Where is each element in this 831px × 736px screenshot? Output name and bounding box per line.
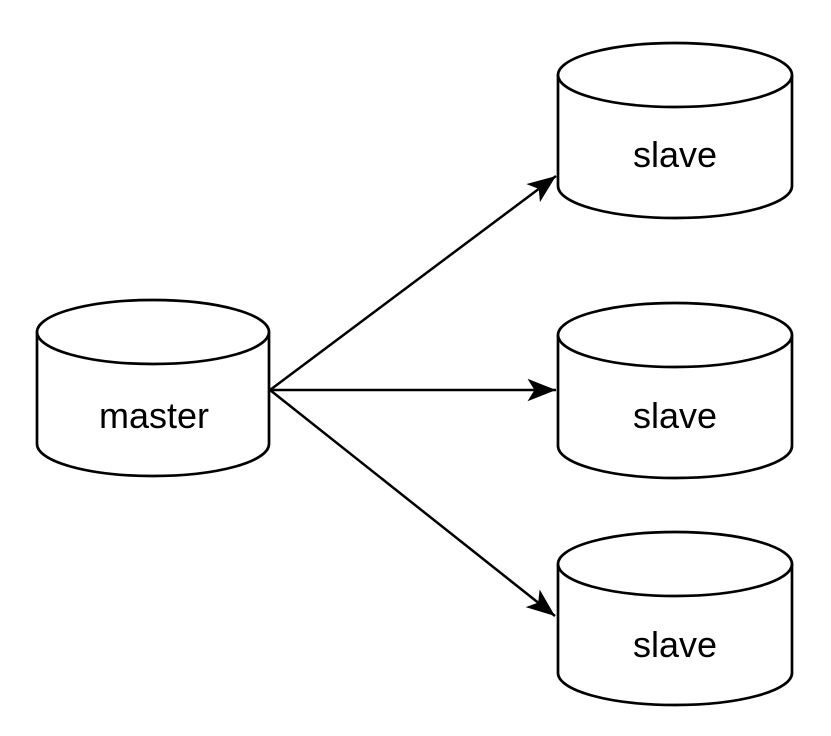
cylinder-top xyxy=(556,301,794,369)
node-slave-top: slave xyxy=(556,41,794,220)
node-slave-bottom: slave xyxy=(556,530,794,707)
cylinder-top xyxy=(556,41,794,109)
cylinder-top xyxy=(556,530,794,598)
node-label-slave-top: slave xyxy=(633,134,717,175)
node-label-slave-bottom: slave xyxy=(633,624,717,665)
node-slave-middle: slave xyxy=(556,301,794,480)
node-label-slave-middle: slave xyxy=(633,395,717,436)
edge-master-to-slave-top xyxy=(269,174,557,392)
edges-group xyxy=(269,174,557,617)
cylinder-body xyxy=(556,335,794,480)
edge-master-to-slave-bottom xyxy=(269,389,556,617)
cylinder-body xyxy=(35,332,271,478)
cylinder-body xyxy=(556,75,794,220)
node-master: master xyxy=(35,298,271,478)
cylinder-body xyxy=(556,564,794,707)
cylinder-top xyxy=(35,298,271,366)
node-label-master: master xyxy=(99,395,209,436)
